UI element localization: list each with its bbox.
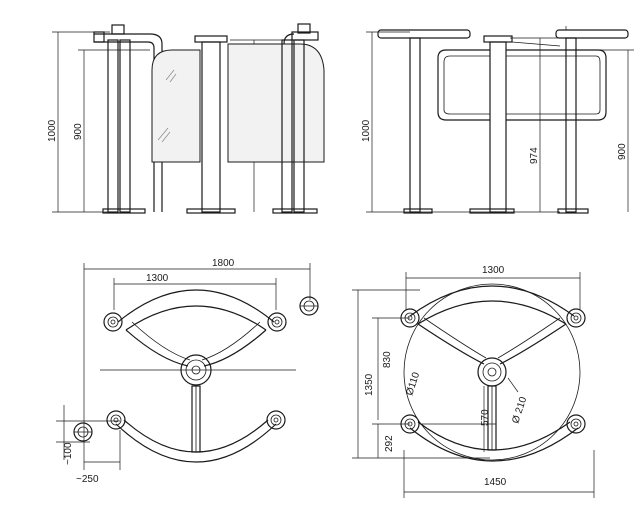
side-dim-1000: 1000: [361, 119, 372, 142]
plan-right-dim-570: 570: [480, 409, 491, 426]
plan-left-lower-rail: [115, 423, 277, 463]
plan-right-dim-1350: 1350: [364, 373, 375, 396]
front-center-post: [186, 35, 236, 214]
plan-left-dim-1800: 1800: [212, 258, 235, 269]
side-rotor-arm: [437, 49, 490, 121]
plan-left-post-bottom-left: [106, 410, 126, 430]
plan-left-dim-1300: 1300: [146, 273, 169, 284]
plan-right-sweep-circle: [403, 283, 581, 461]
plan-right-dim-292: 292: [384, 435, 395, 452]
plan-right-dim-hub-diameter: Ø 210: [510, 395, 529, 425]
plan-right-dim-830: 830: [382, 351, 393, 368]
plan-left-post-outer: [73, 422, 93, 442]
plan-right-post-bottom-right: [566, 414, 586, 434]
plan-left-post-bottom-right: [266, 410, 286, 430]
plan-left-upper-rail: [117, 289, 275, 323]
plan-right-lower-rail: [409, 427, 579, 462]
plan-left-post-top-right: [267, 312, 287, 332]
front-glass-panel-left: [151, 49, 201, 163]
plan-left-dim-250: ~250: [76, 474, 99, 485]
plan-left-dimensions: [56, 263, 311, 470]
plan-right-post-top-left: [400, 308, 420, 328]
plan-right-post-bottom-left: [400, 414, 420, 434]
front-glass-panel-right: [227, 43, 325, 163]
plan-right-dim-1300: 1300: [482, 265, 505, 276]
side-dim-900: 900: [617, 143, 628, 160]
front-dim-1000: 1000: [47, 119, 58, 142]
plan-view-right: 1300 1450 1350 830 292 Ø110 Ø 210 570: [352, 265, 595, 498]
side-left-post: [377, 29, 471, 214]
plan-right-upper-rail: [409, 285, 575, 317]
plan-left-post-far-right: [299, 296, 319, 316]
plan-view-left: 1800 1300 ~100 ~250: [56, 258, 319, 485]
side-view: 1000 974 900: [361, 26, 634, 214]
front-left-post: [93, 24, 163, 214]
plan-left-post-top-left: [103, 312, 123, 332]
front-right-post: [272, 23, 319, 214]
plan-right-dim-post-diameter: Ø110: [404, 371, 422, 397]
side-center-post: [469, 35, 561, 214]
plan-right-dim-1450: 1450: [484, 477, 507, 488]
front-dim-900: 900: [73, 123, 84, 140]
side-right-post: [555, 26, 629, 214]
plan-left-dim-100: ~100: [63, 442, 74, 465]
front-view: 1000 900 970: [47, 23, 325, 214]
side-view-dimensions: [366, 31, 634, 213]
side-dim-974: 974: [529, 147, 540, 164]
plan-left-hub: [180, 354, 212, 386]
plan-right-post-top-right: [566, 308, 586, 328]
